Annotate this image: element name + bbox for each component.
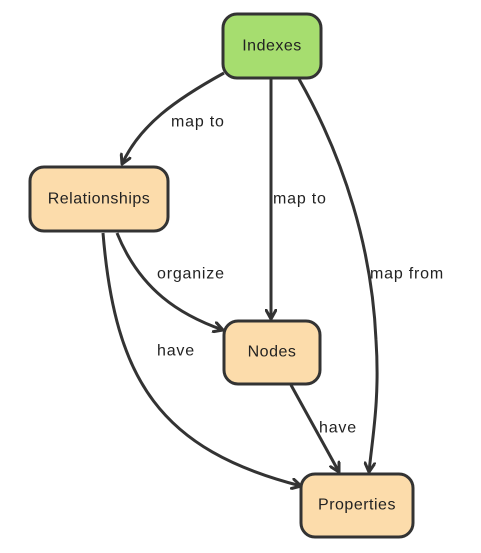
node-properties: Properties <box>299 472 415 539</box>
edge-label-relationships-to-nodes: organize <box>157 266 225 283</box>
edge-label-indexes-to-nodes: map to <box>273 191 327 208</box>
node-relationships: Relationships <box>28 165 170 233</box>
node-properties-label: Properties <box>318 497 396 514</box>
edge-relationships-to-nodes <box>115 232 223 330</box>
edge-label-relationships-to-properties: have <box>157 343 195 360</box>
node-relationships-label: Relationships <box>48 191 151 208</box>
node-nodes-label: Nodes <box>248 344 297 361</box>
edge-label-nodes-to-properties: have <box>319 420 357 437</box>
edge-label-indexes-to-properties: map from <box>370 266 444 283</box>
node-properties-box <box>299 472 415 539</box>
edge-nodes-to-properties <box>289 384 339 472</box>
edge-label-indexes-to-relationships: map to <box>171 114 225 131</box>
edge-indexes-to-properties <box>297 78 379 472</box>
node-nodes: Nodes <box>222 319 322 386</box>
node-indexes-box <box>221 12 323 80</box>
node-indexes: Indexes <box>221 12 323 80</box>
node-nodes-box <box>222 319 322 386</box>
node-relationships-box <box>28 165 170 233</box>
node-indexes-label: Indexes <box>242 38 302 55</box>
edge-relationships-to-properties <box>101 232 301 486</box>
edge-indexes-to-relationships <box>122 71 225 164</box>
